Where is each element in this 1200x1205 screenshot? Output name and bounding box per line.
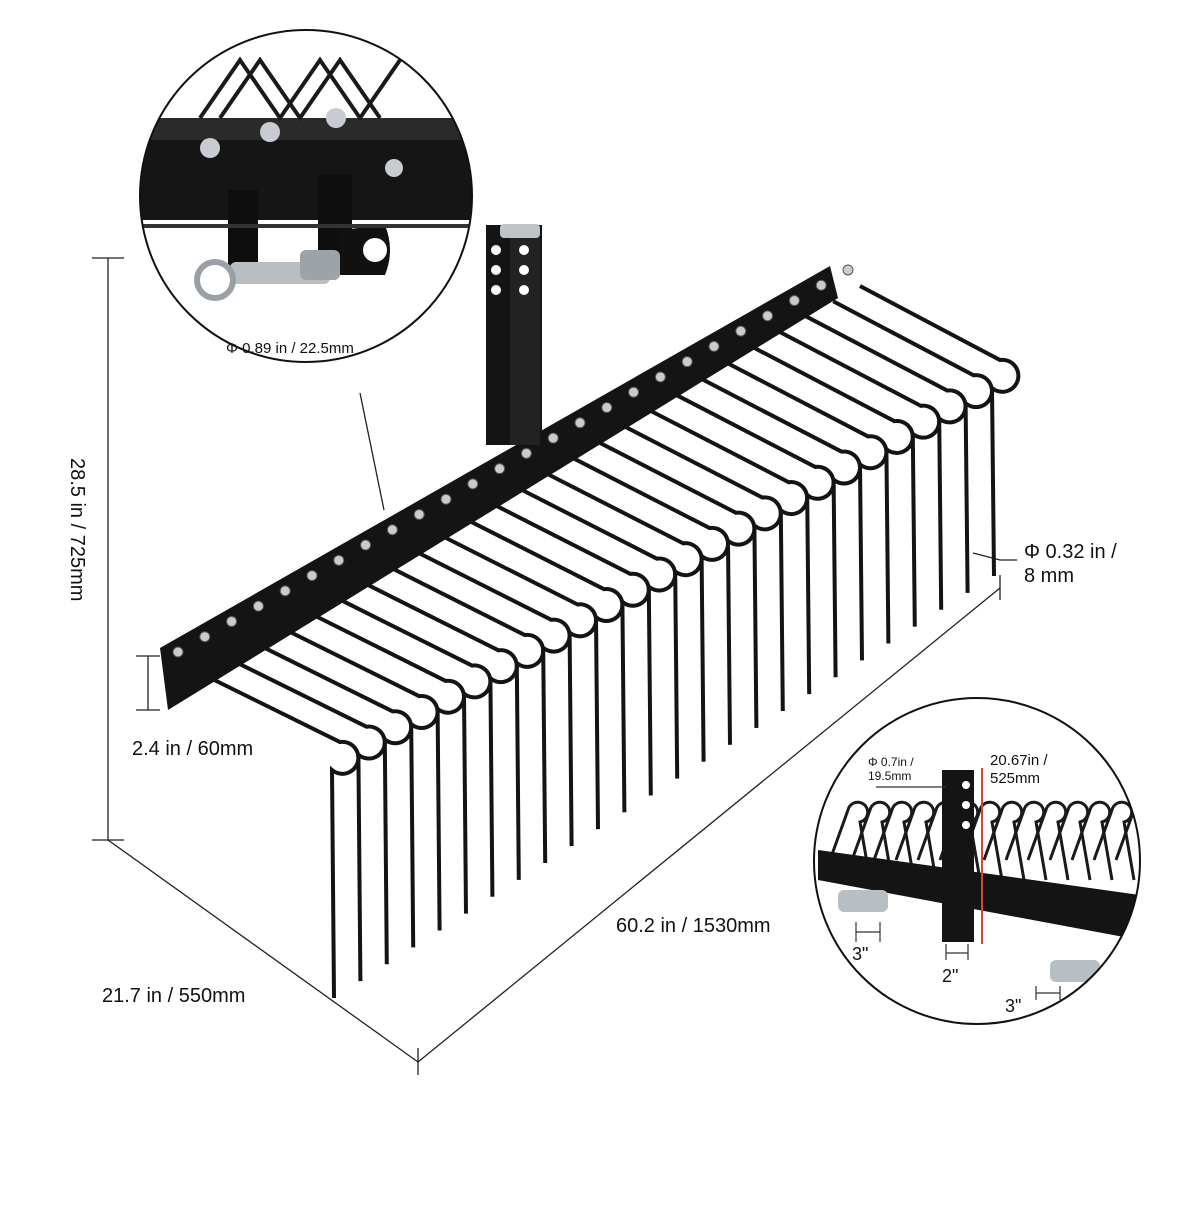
toolbar-bolt <box>252 600 264 612</box>
toolbar-bolt <box>172 646 184 658</box>
rake-tine <box>269 620 440 948</box>
tine-diameter-label: Φ 0.32 in / 8 mm <box>1024 541 1117 587</box>
toolbar-bolt <box>762 310 774 322</box>
toolbar-bolt <box>788 295 800 307</box>
hitch-mast <box>486 224 542 445</box>
hitch-pin-diameter-label: Φ 0.7in / 19.5mm <box>868 755 914 783</box>
toolbar-bolt <box>279 585 291 597</box>
toolbar-bolt <box>199 631 211 643</box>
detail-pin-circle <box>139 29 473 363</box>
toolbar-bar <box>160 266 838 710</box>
toolbar-bolt <box>601 402 613 414</box>
rake-tine <box>457 513 625 830</box>
detail-tine <box>1004 800 1048 881</box>
bar-height-dimension-label: 2.4 in / 60mm <box>132 738 254 760</box>
detail-tine <box>982 800 1026 881</box>
toolbar-bolt <box>226 615 238 627</box>
detail-tine <box>894 800 938 881</box>
toolbar-bolt <box>628 386 640 398</box>
detail-tine <box>1092 800 1136 881</box>
left-gap-label: 3" <box>852 944 869 964</box>
toolbar-bolt <box>654 371 666 383</box>
rake-tine <box>296 605 466 931</box>
mast-height-label: 20.67in / 525mm <box>990 752 1048 787</box>
depth-dimension-label: 21.7 in / 550mm <box>102 985 246 1007</box>
rake-tine <box>483 498 651 813</box>
rake-tine <box>349 574 519 897</box>
detail-tine <box>1048 800 1092 881</box>
rake-tine <box>430 528 598 847</box>
width-dimension-label: 60.2 in / 1530mm <box>616 915 771 937</box>
toolbar-bolt <box>708 340 720 352</box>
rake-tine <box>215 650 387 982</box>
toolbar-bolt <box>440 493 452 505</box>
right-gap-label: 3" <box>1005 996 1022 1016</box>
toolbar-bolt <box>520 447 532 459</box>
rake-tine <box>242 635 414 965</box>
rake-tines <box>189 284 1021 999</box>
detail-tine <box>1070 800 1114 881</box>
rake-tine <box>376 559 546 880</box>
rake-tine <box>859 284 1021 577</box>
toolbar-bolt <box>413 508 425 520</box>
toolbar-bolt <box>547 432 559 444</box>
toolbar-bolt <box>842 264 854 276</box>
rake-tine <box>403 543 572 863</box>
detail-tine <box>850 800 894 881</box>
rake-toolbar <box>160 266 838 710</box>
detail-tine <box>872 800 916 881</box>
toolbar-bolt <box>494 463 506 475</box>
toolbar-bolt <box>306 570 318 582</box>
toolbar-bolt <box>815 279 827 291</box>
toolbar-bolt <box>333 554 345 566</box>
toolbar-bolt <box>681 356 693 368</box>
toolbar-bolts <box>172 264 854 658</box>
toolbar-bolt <box>467 478 479 490</box>
mast-width-label: 2" <box>942 966 959 986</box>
rake-tine <box>323 589 493 914</box>
toolbar-bolt <box>574 417 586 429</box>
toolbar-bolt <box>360 539 372 551</box>
height-dimension-label: 28.5 in / 725mm <box>66 458 88 602</box>
toolbar-bolt <box>735 325 747 337</box>
detail-tine <box>1026 800 1070 881</box>
detail-tine <box>828 800 872 881</box>
pin-diameter-label: Φ 0.89 in / 22.5mm <box>226 340 354 357</box>
detail-hitch-circle <box>813 697 1141 1025</box>
toolbar-bolt <box>386 524 398 536</box>
rake-tine <box>189 666 361 999</box>
